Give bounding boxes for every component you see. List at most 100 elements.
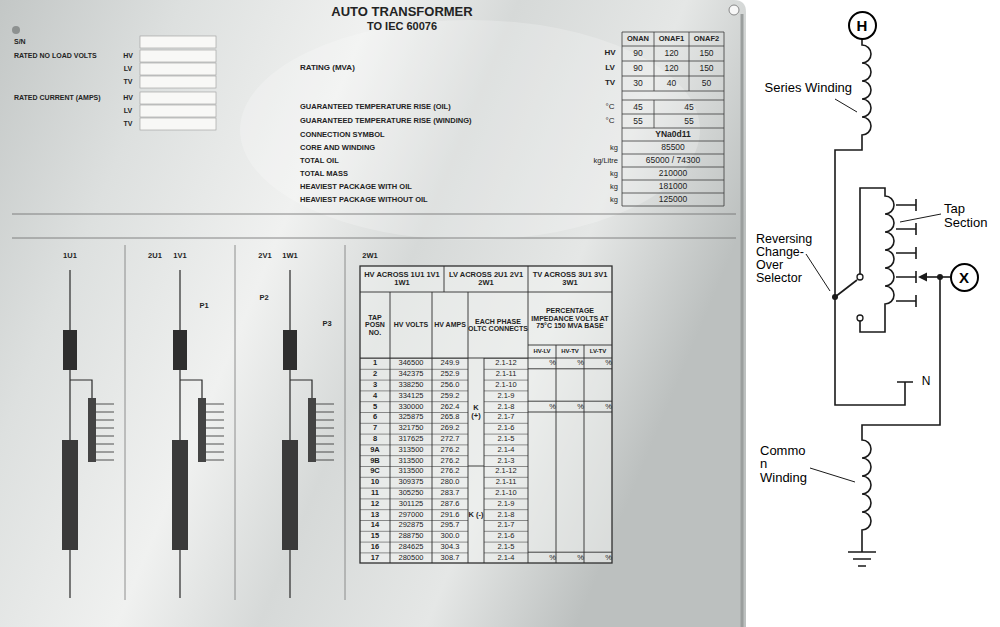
table-cell: % [556, 358, 584, 369]
field-value: 55 [622, 114, 654, 128]
table-cell: 2.1-10 [484, 380, 528, 391]
table-cell: K (-) [468, 466, 484, 563]
table-header: LV ACROSS 2U1 2V1 2W1 [444, 266, 528, 292]
table-cell: 9A [360, 444, 390, 455]
winding-code: LV [598, 61, 622, 76]
field-value: 45 [622, 100, 654, 114]
table-cell: 313500 [390, 466, 432, 477]
value-field [140, 76, 216, 88]
table-cell: 9C [360, 466, 390, 477]
table-header: EACH PHASE OLTC CONNECTS [468, 292, 528, 358]
winding-code: LV [118, 63, 138, 75]
grid-line [528, 369, 612, 552]
table-cell: 2.1-6 [484, 423, 528, 434]
table-cell: 2.1-4 [484, 444, 528, 455]
table-header: HV VOLTS [390, 292, 432, 358]
unit-text: kg [540, 167, 618, 180]
winding-code: LV [118, 105, 138, 117]
unit-text: kg [540, 193, 618, 206]
winding-coils [62, 330, 316, 550]
plate-hole [729, 5, 739, 15]
cooling-class: ONAF1 [654, 32, 689, 46]
table-header: PERCENTAGE IMPEDANCE VOLTS AT 75°C 150 M… [528, 292, 612, 345]
field-name: CORE AND WINDING [300, 141, 540, 154]
table-cell: 304.3 [432, 542, 468, 553]
component-label: Series Winding [748, 78, 852, 98]
terminal-name: 1U1 [55, 250, 85, 262]
table-cell: 8 [360, 434, 390, 445]
field-name: HEAVIEST PACKAGE WITH OIL [300, 180, 540, 193]
series-winding [835, 39, 871, 297]
terminal-circle: H [848, 11, 877, 40]
table-cell: 297000 [390, 509, 432, 520]
field-value: 125000 [622, 193, 724, 206]
tap-coil [198, 398, 206, 462]
rule-line [12, 214, 736, 238]
table-cell: 280500 [390, 552, 432, 563]
field-name: GUARANTEED TEMPERATURE RISE (WINDING) [300, 114, 590, 128]
table-cell: 2.1-8 [484, 509, 528, 520]
table-cell: 338250 [390, 380, 432, 391]
table-cell: 262.4 [432, 401, 468, 412]
leader-line [835, 99, 857, 112]
cooling-class: ONAF2 [689, 32, 724, 46]
component-label: Reversing Change- Over Selector [756, 224, 820, 294]
terminal-name: P2 [255, 292, 273, 304]
table-cell: 12 [360, 498, 390, 509]
table-header: HV-TV [556, 345, 584, 358]
table-cell: 3 [360, 380, 390, 391]
table-ground [360, 266, 612, 563]
table-cell: 280.0 [432, 477, 468, 488]
rating-value: 150 [689, 46, 724, 61]
table-cell: 276.2 [432, 444, 468, 455]
table-cell: 7 [360, 423, 390, 434]
junction-dot [832, 294, 838, 300]
table-cell: % [528, 358, 556, 369]
table-cell: 305250 [390, 488, 432, 499]
selector-arm [835, 280, 857, 297]
table-cell: 313500 [390, 455, 432, 466]
table-cell: 276.2 [432, 455, 468, 466]
table-cell: 2.1-11 [484, 369, 528, 380]
unit-text: °C [598, 114, 622, 128]
tap-mark: N [917, 372, 935, 390]
unit-text: kg/Litre [540, 154, 618, 167]
table-cell: 6 [360, 412, 390, 423]
terminal-letter: X [959, 269, 969, 286]
field-name: HEAVIEST PACKAGE WITHOUT OIL [300, 193, 540, 206]
field-name: GUARANTEED TEMPERATURE RISE (OIL) [300, 100, 590, 114]
table-grid [360, 266, 612, 563]
plate-edge [741, 14, 744, 627]
table-cell: 325875 [390, 412, 432, 423]
value-field [140, 92, 216, 104]
row-lines [484, 358, 528, 563]
tap-lead [316, 404, 334, 460]
value-fields [140, 36, 216, 130]
table-cell: 2.1-5 [484, 434, 528, 445]
table-cell: 2.1-5 [484, 542, 528, 553]
table-cell: 13 [360, 509, 390, 520]
winding-code: HV [118, 50, 138, 62]
table-cell: 272.7 [432, 434, 468, 445]
field-value: 210000 [622, 167, 724, 180]
nameplate [0, 0, 746, 627]
leader-line [806, 254, 830, 291]
table-cell: 259.2 [432, 390, 468, 401]
table-cell: 2.1-7 [484, 412, 528, 423]
value-field [140, 105, 216, 117]
rating-value: 50 [689, 76, 724, 91]
winding-code: TV [118, 76, 138, 88]
selector-contact [857, 274, 863, 280]
schematic [806, 39, 950, 566]
table-border [360, 266, 612, 563]
table-cell: 9B [360, 455, 390, 466]
component-label: Commo n Winding [760, 436, 806, 492]
field-value: 55 [654, 114, 724, 128]
component-label: Tap Section [944, 198, 998, 234]
winding-diagram [70, 245, 345, 600]
tap-coil [308, 398, 316, 462]
table-cell: % [528, 552, 556, 563]
field-name: RATING (MVA) [300, 61, 450, 76]
plate-rivet [12, 26, 20, 34]
